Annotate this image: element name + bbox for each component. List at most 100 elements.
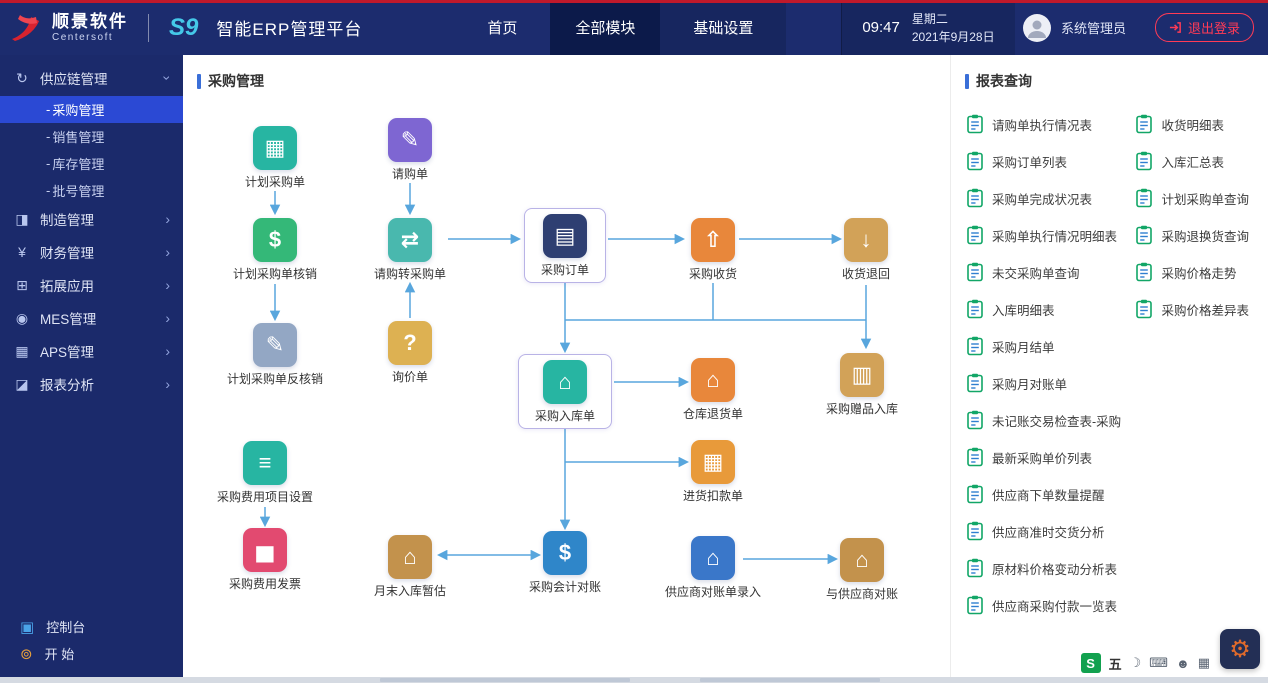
sidebar-footer-console[interactable]: ▣控制台 bbox=[20, 613, 183, 640]
flow-node-warehouse-return[interactable]: ⌂仓库退货单 bbox=[655, 358, 771, 422]
report-clipboard-icon bbox=[965, 188, 985, 208]
report-label: 未记账交易检查表-采购 bbox=[992, 414, 1122, 429]
report-link[interactable]: 采购单执行情况明细表 bbox=[965, 224, 1134, 246]
flow-node-expense-invoice[interactable]: ▅采购费用发票 bbox=[207, 528, 323, 592]
user-area: 系统管理员 退出登录 bbox=[1022, 0, 1268, 55]
top-accent-bar bbox=[0, 0, 1268, 3]
flow-node-gift-inbound[interactable]: ▥采购赠品入库 bbox=[804, 353, 920, 417]
report-label: 采购价格走势 bbox=[1161, 266, 1237, 281]
flow-node-supplier-recon[interactable]: ⌂与供应商对账 bbox=[804, 538, 920, 602]
grid-icon[interactable]: ▦ bbox=[1197, 655, 1210, 670]
brand-subtitle: Centersoft bbox=[52, 31, 114, 43]
flow-node-purchase-order[interactable]: ▤采购订单 bbox=[523, 208, 607, 283]
report-link[interactable]: 未交采购单查询 bbox=[965, 261, 1134, 283]
flow-node-label: 采购收货 bbox=[688, 267, 737, 281]
report-label: 计划采购单查询 bbox=[1161, 192, 1249, 207]
report-link[interactable]: 最新采购单价列表 bbox=[965, 446, 1134, 468]
sidebar-group[interactable]: ▦APS管理› bbox=[0, 336, 183, 366]
flow-node-planned-po-writeoff[interactable]: $计划采购单核销 bbox=[217, 218, 333, 282]
flow-node-req-to-po[interactable]: ⇄请购转采购单 bbox=[352, 218, 468, 282]
sidebar-group-label: APS管理 bbox=[40, 345, 95, 360]
reports-panel: 报表查询 请购单执行情况表采购订单列表采购单完成状况表采购单执行情况明细表未交采… bbox=[950, 55, 1268, 683]
sidebar-item[interactable]: 批号管理 bbox=[0, 177, 183, 204]
flow-node-inquiry[interactable]: ?询价单 bbox=[352, 321, 468, 385]
report-link[interactable]: 采购价格走势 bbox=[1134, 261, 1268, 283]
sidebar-item[interactable]: 采购管理 bbox=[0, 96, 183, 123]
report-link[interactable]: 采购月对账单 bbox=[965, 372, 1134, 394]
report-link[interactable]: 原材料价格变动分析表 bbox=[965, 557, 1134, 579]
nav-item[interactable]: 基础设置 bbox=[660, 0, 787, 55]
sidebar-group[interactable]: ¥财务管理› bbox=[0, 237, 183, 267]
start-icon: ⊚ bbox=[20, 645, 33, 663]
flow-node-requisition[interactable]: ✎请购单 bbox=[352, 118, 468, 182]
flow-node-planned-po[interactable]: ▦计划采购单 bbox=[217, 126, 333, 190]
flow-node-receive-return[interactable]: ↓收货退回 bbox=[808, 218, 924, 282]
report-link[interactable]: 采购订单列表 bbox=[965, 150, 1134, 172]
moon-icon[interactable]: ☽ bbox=[1129, 655, 1142, 670]
sidebar-item[interactable]: 库存管理 bbox=[0, 150, 183, 177]
nav-item[interactable]: 全部模块 bbox=[550, 0, 661, 55]
product-logo: S9 bbox=[169, 13, 199, 41]
logout-button[interactable]: 退出登录 bbox=[1154, 13, 1254, 42]
flow-node-accounting-recon[interactable]: $采购会计对账 bbox=[507, 531, 623, 595]
ime-badge[interactable]: S bbox=[1080, 653, 1101, 673]
report-link[interactable]: 计划采购单查询 bbox=[1134, 187, 1268, 209]
report-link[interactable]: 采购单完成状况表 bbox=[965, 187, 1134, 209]
report-link[interactable]: 请购单执行情况表 bbox=[965, 113, 1134, 135]
report-label: 采购退换货查询 bbox=[1161, 229, 1249, 244]
flow-node-planned-po-reverse[interactable]: ✎计划采购单反核销 bbox=[217, 323, 333, 387]
report-clipboard-icon bbox=[1134, 151, 1154, 171]
flow-node-monthend-estimate[interactable]: ⌂月末入库暂估 bbox=[352, 535, 468, 599]
report-link[interactable]: 入库汇总表 bbox=[1134, 150, 1268, 172]
report-link[interactable]: 收货明细表 bbox=[1134, 113, 1268, 135]
report-clipboard-icon bbox=[965, 595, 985, 615]
chevron-icon: › bbox=[165, 376, 170, 392]
warehouse-return-icon: ⌂ bbox=[691, 358, 735, 402]
req-to-po-icon: ⇄ bbox=[388, 218, 432, 262]
sidebar-group[interactable]: ◪报表分析› bbox=[0, 369, 183, 399]
main-content: 采购管理 ▦计划采购单✎请购单$计划采购单核销⇄请购转采购单▤采购订单⇧采购收货… bbox=[183, 55, 1268, 683]
report-columns: 请购单执行情况表采购订单列表采购单完成状况表采购单执行情况明细表未交采购单查询入… bbox=[965, 113, 1268, 631]
flow-node-deduction[interactable]: ▦进货扣款单 bbox=[655, 440, 771, 504]
sidebar-group-label: 制造管理 bbox=[40, 213, 94, 228]
sidebar-footer-start[interactable]: ⊚开 始 bbox=[20, 640, 183, 667]
sidebar-menu: ↻供应链管理› 采购管理销售管理库存管理批号管理◨制造管理›¥财务管理›⊞拓展应用… bbox=[0, 55, 183, 613]
sidebar-group[interactable]: ◨制造管理› bbox=[0, 204, 183, 234]
flow-node-expense-settings[interactable]: ≡采购费用项目设置 bbox=[207, 441, 323, 505]
planned-po-writeoff-icon: $ bbox=[253, 218, 297, 262]
keyboard-icon[interactable]: ⌨ bbox=[1149, 655, 1169, 670]
flow-node-purchase-receive[interactable]: ⇧采购收货 bbox=[655, 218, 771, 282]
report-link[interactable]: 未记账交易检查表-采购 bbox=[965, 409, 1134, 431]
brand-name: 顺景软件 bbox=[52, 11, 128, 31]
nav-item[interactable]: 首页 bbox=[487, 20, 518, 37]
taskbar-window-segment bbox=[700, 678, 880, 682]
logout-icon bbox=[1169, 22, 1181, 33]
report-link[interactable]: 供应商准时交货分析 bbox=[965, 520, 1134, 542]
flow-node-label: 采购入库单 bbox=[534, 409, 596, 423]
report-link[interactable]: 采购退换货查询 bbox=[1134, 224, 1268, 246]
sidebar-footer-label: 控制台 bbox=[46, 620, 86, 635]
report-clipboard-icon bbox=[965, 225, 985, 245]
ime-mode-label[interactable]: 五 bbox=[1108, 656, 1122, 672]
user-icon[interactable]: ☻ bbox=[1176, 655, 1190, 671]
report-link[interactable]: 采购价格差异表 bbox=[1134, 298, 1268, 320]
chevron-icon: › bbox=[165, 310, 170, 326]
mes-icon: ◉ bbox=[15, 309, 29, 326]
report-link[interactable]: 采购月结单 bbox=[965, 335, 1134, 357]
sidebar-group[interactable]: ◉MES管理› bbox=[0, 303, 183, 333]
sidebar-group[interactable]: ⊞拓展应用› bbox=[0, 270, 183, 300]
report-link[interactable]: 供应商下单数量提醒 bbox=[965, 483, 1134, 505]
title-accent-bar bbox=[965, 73, 969, 89]
flow-node-supplier-statement[interactable]: ⌂供应商对账单录入 bbox=[655, 536, 771, 600]
monthend-estimate-icon: ⌂ bbox=[388, 535, 432, 579]
reports-title-text: 报表查询 bbox=[976, 73, 1032, 89]
sidebar-group[interactable]: ↻供应链管理› bbox=[0, 63, 183, 93]
flow-node-label: 采购会计对账 bbox=[528, 580, 601, 594]
flow-node-purchase-inbound[interactable]: ⌂采购入库单 bbox=[517, 354, 613, 429]
user-avatar-icon[interactable] bbox=[1022, 13, 1052, 43]
report-link[interactable]: 入库明细表 bbox=[965, 298, 1134, 320]
sidebar-item[interactable]: 销售管理 bbox=[0, 123, 183, 150]
settings-gear-button[interactable]: ⚙ bbox=[1220, 629, 1260, 669]
report-column-1: 请购单执行情况表采购订单列表采购单完成状况表采购单执行情况明细表未交采购单查询入… bbox=[965, 113, 1134, 631]
report-link[interactable]: 供应商采购付款一览表 bbox=[965, 594, 1134, 616]
